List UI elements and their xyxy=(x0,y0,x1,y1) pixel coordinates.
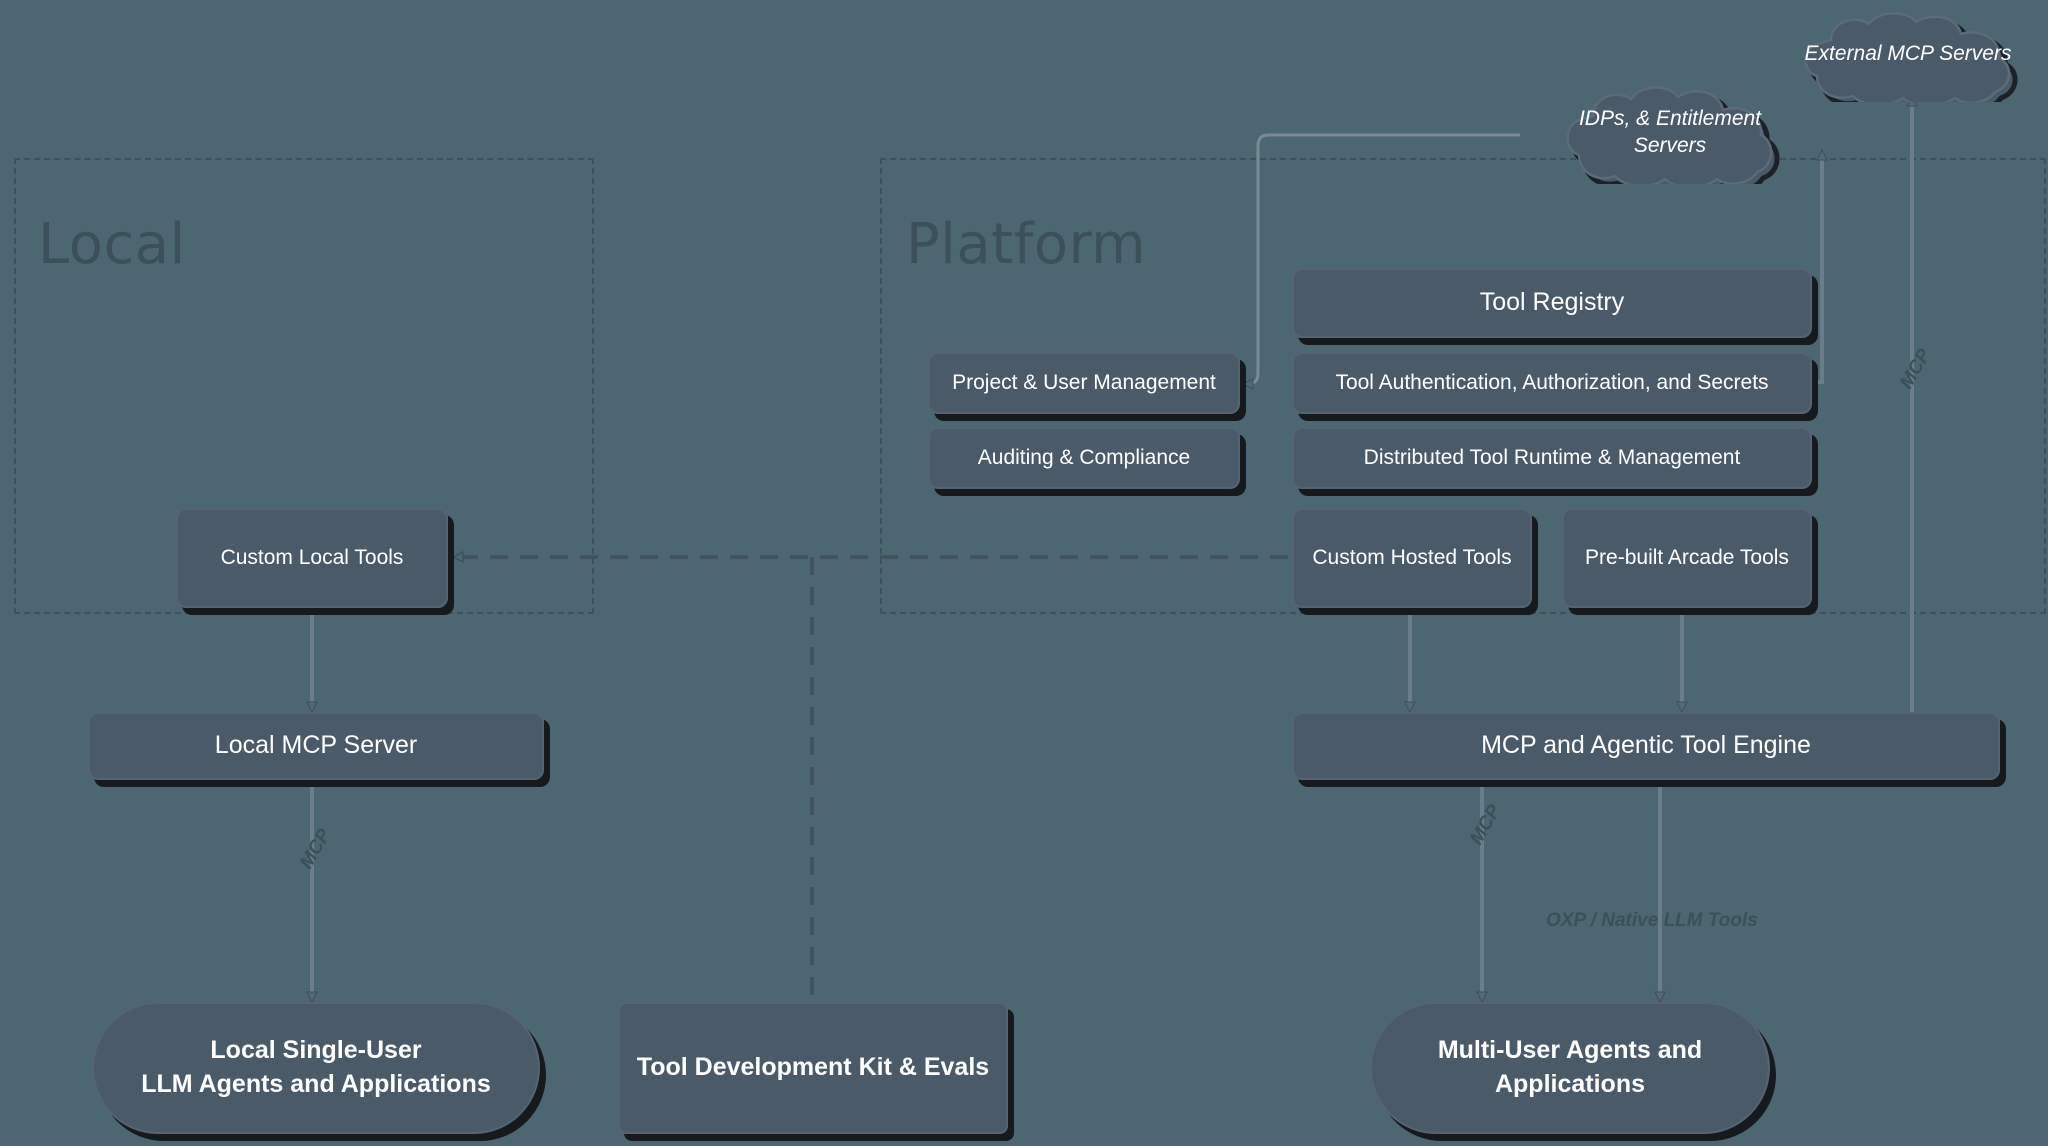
node-tool-registry[interactable]: Tool Registry xyxy=(1292,268,1812,338)
cloud-idps-entitlement-servers[interactable]: IDPs, & Entitlement Servers xyxy=(1530,80,1810,184)
edge-label-oxp-native: OXP / Native LLM Tools xyxy=(1546,910,1758,931)
node-custom-local-tools-label: Custom Local Tools xyxy=(220,545,404,569)
cloud-shape-external xyxy=(1804,12,2018,102)
node-prebuilt-arcade-tools-label: Pre-built Arcade Tools xyxy=(1585,545,1789,569)
group-local-title: Local xyxy=(38,212,186,277)
node-auditing-compliance-label: Auditing & Compliance xyxy=(977,445,1191,469)
node-tool-auth[interactable]: Tool Authentication, Authorization, and … xyxy=(1292,352,1812,414)
node-multi-user-agents[interactable]: Multi-User Agents and Applications xyxy=(1370,1002,1770,1134)
node-project-user-management[interactable]: Project & User Management xyxy=(928,352,1240,414)
node-local-single-user-agents-line2: LLM Agents and Applications xyxy=(141,1070,491,1098)
cloud-idps-label-line1: IDPs, & Entitlement xyxy=(1578,106,1762,130)
node-local-mcp-server-label: Local MCP Server xyxy=(214,731,418,760)
node-tool-development-kit[interactable]: Tool Development Kit & Evals xyxy=(618,1002,1008,1134)
node-mcp-agentic-tool-engine-label: MCP and Agentic Tool Engine xyxy=(1481,731,1811,760)
node-tool-auth-label: Tool Authentication, Authorization, and … xyxy=(1335,370,1769,394)
edge-label-mcp-platform: MCP xyxy=(1466,801,1506,849)
cloud-external-mcp-servers-label: External MCP Servers xyxy=(1804,42,2012,66)
cloud-shape-idps xyxy=(1566,86,1780,184)
node-local-mcp-server[interactable]: Local MCP Server xyxy=(88,712,544,780)
cloud-external-mcp-servers[interactable]: External MCP Servers xyxy=(1768,6,2048,102)
node-custom-hosted-tools[interactable]: Custom Hosted Tools xyxy=(1292,508,1532,608)
group-local xyxy=(14,158,594,614)
node-local-single-user-agents-line1: Local Single-User xyxy=(210,1036,422,1065)
node-tool-development-kit-label: Tool Development Kit & Evals xyxy=(636,1053,990,1082)
node-custom-hosted-tools-label: Custom Hosted Tools xyxy=(1312,545,1512,569)
group-platform-title: Platform xyxy=(906,212,1147,277)
cloud-idps-label-line2: Servers xyxy=(1633,134,1707,157)
edge-label-mcp-local: MCP xyxy=(296,825,336,873)
node-multi-user-agents-line2: Applications xyxy=(1494,1070,1645,1098)
node-distributed-tool-runtime[interactable]: Distributed Tool Runtime & Management xyxy=(1292,427,1812,489)
node-prebuilt-arcade-tools[interactable]: Pre-built Arcade Tools xyxy=(1562,508,1812,608)
node-auditing-compliance[interactable]: Auditing & Compliance xyxy=(928,427,1240,489)
node-distributed-tool-runtime-label: Distributed Tool Runtime & Management xyxy=(1363,445,1741,469)
node-multi-user-agents-line1: Multi-User Agents and xyxy=(1437,1036,1703,1065)
node-custom-local-tools[interactable]: Custom Local Tools xyxy=(176,508,448,608)
node-mcp-agentic-tool-engine[interactable]: MCP and Agentic Tool Engine xyxy=(1292,712,2000,780)
node-local-single-user-agents[interactable]: Local Single-User LLM Agents and Applica… xyxy=(92,1002,540,1134)
node-tool-registry-label: Tool Registry xyxy=(1479,288,1625,317)
node-project-user-management-label: Project & User Management xyxy=(952,370,1216,394)
